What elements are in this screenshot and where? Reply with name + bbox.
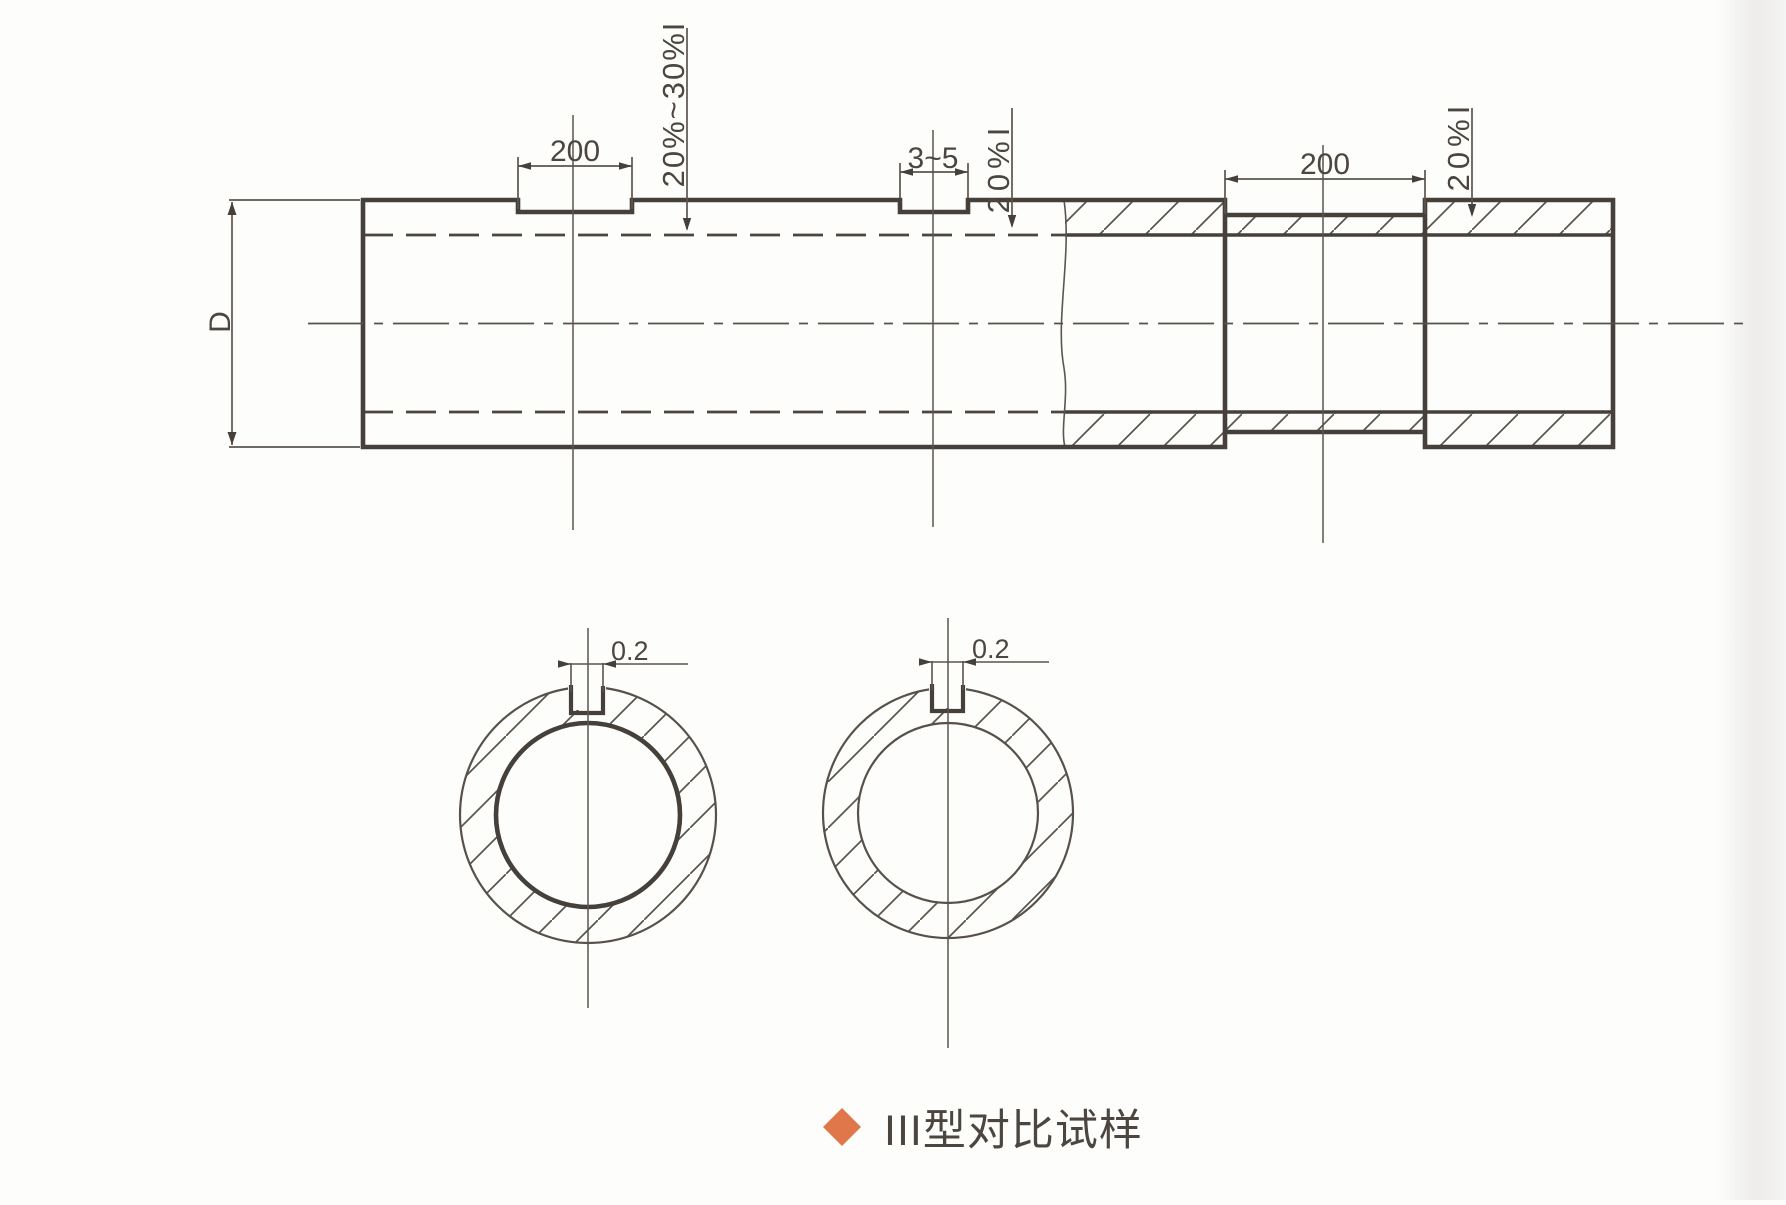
dim-flat-length: 200 [517, 135, 633, 209]
cross-section-left: 0.2 [458, 628, 718, 1008]
hatch-band [1225, 412, 1425, 432]
caption-diamond-icon [823, 1108, 861, 1146]
dim-flat-length-label: 200 [550, 135, 600, 168]
figure-caption: III型对比试样 [822, 1100, 1143, 1155]
slot-clearing [568, 678, 606, 710]
dim-sleeve-length: 200 [1224, 148, 1426, 214]
side-view: D 200 20%~30%I 3~5 20%I [204, 21, 1745, 543]
cross-section-right: 0.2 [821, 618, 1075, 1048]
hatch-band [1065, 200, 1225, 235]
dim-sleeve-length-label: 200 [1300, 148, 1350, 181]
note-flat: 20%~30%I [656, 21, 692, 231]
dim-sleeve-length-lines [1224, 170, 1426, 214]
note-notch: 20%I [981, 108, 1017, 228]
note-notch-arrow [1007, 215, 1017, 228]
slot-width-label: 0.2 [972, 634, 1010, 664]
dim-flat-length-lines [517, 157, 633, 209]
feature-centerlines [572, 115, 1324, 543]
slot-dim-lines [919, 661, 1049, 690]
slot-dim-arrows [558, 660, 616, 668]
dim-diameter-label: D [204, 311, 237, 333]
dim-flat-length-arrows [518, 162, 632, 170]
reference-slot [568, 685, 606, 716]
note-sleeve: 20%I [1441, 101, 1477, 217]
diamond-icon [823, 1108, 861, 1146]
dim-diameter-lines [229, 199, 360, 448]
hatch-band [1065, 412, 1225, 447]
note-notch-label: 20%I [981, 123, 1016, 214]
dim-diameter: D [204, 199, 360, 448]
section-hatch-areas [1065, 200, 1613, 447]
hatch-band [1225, 215, 1425, 235]
slot-dim-arrows [919, 658, 976, 666]
hatch-band [1425, 412, 1613, 447]
bore-hidden-lines [363, 233, 1065, 414]
note-sleeve-arrow [1467, 204, 1477, 217]
hatch-band [1425, 200, 1613, 235]
slot-dim-lines [558, 663, 688, 692]
note-flat-arrow [682, 218, 692, 231]
note-sleeve-label: 20%I [1441, 101, 1476, 192]
section-break-line [1060, 199, 1068, 448]
note-flat-label: 20%~30%I [656, 21, 691, 188]
caption-label: III型对比试样 [884, 1107, 1143, 1155]
dim-notch-width-label: 3~5 [908, 142, 959, 175]
dim-notch-width: 3~5 [899, 142, 969, 198]
slot-width-label: 0.2 [611, 636, 649, 666]
bore-section-lines [1065, 233, 1613, 414]
